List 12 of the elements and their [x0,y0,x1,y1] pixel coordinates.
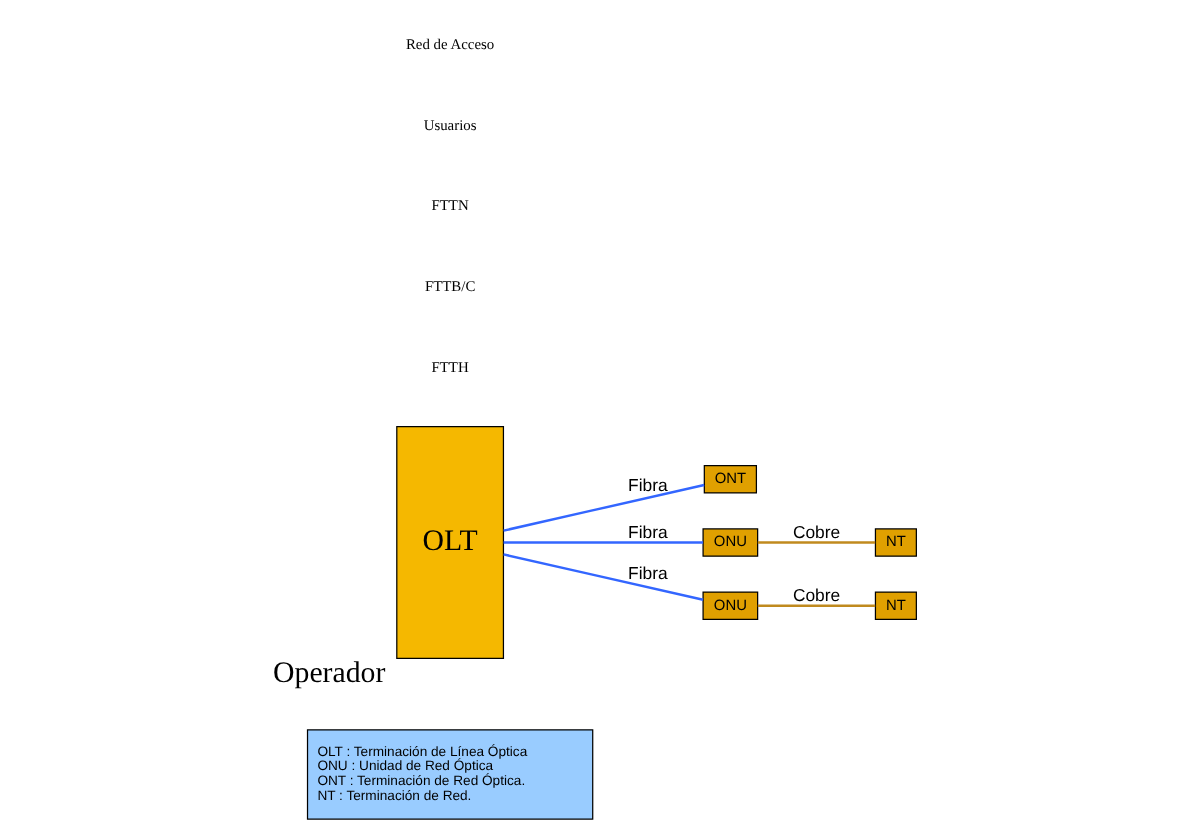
connector [503,482,705,531]
node-box: OLT [396,424,505,659]
edge-label: Fibra [628,520,668,541]
edge-label: Cobre [792,584,841,605]
edge-label: Fibra [628,561,668,582]
edge-label: Cobre [792,520,841,541]
node-label: Operador [273,657,386,690]
connector [757,540,876,543]
connector [757,603,876,606]
connector [503,552,704,601]
connector [503,540,704,543]
edge-label: Fibra [628,473,668,494]
